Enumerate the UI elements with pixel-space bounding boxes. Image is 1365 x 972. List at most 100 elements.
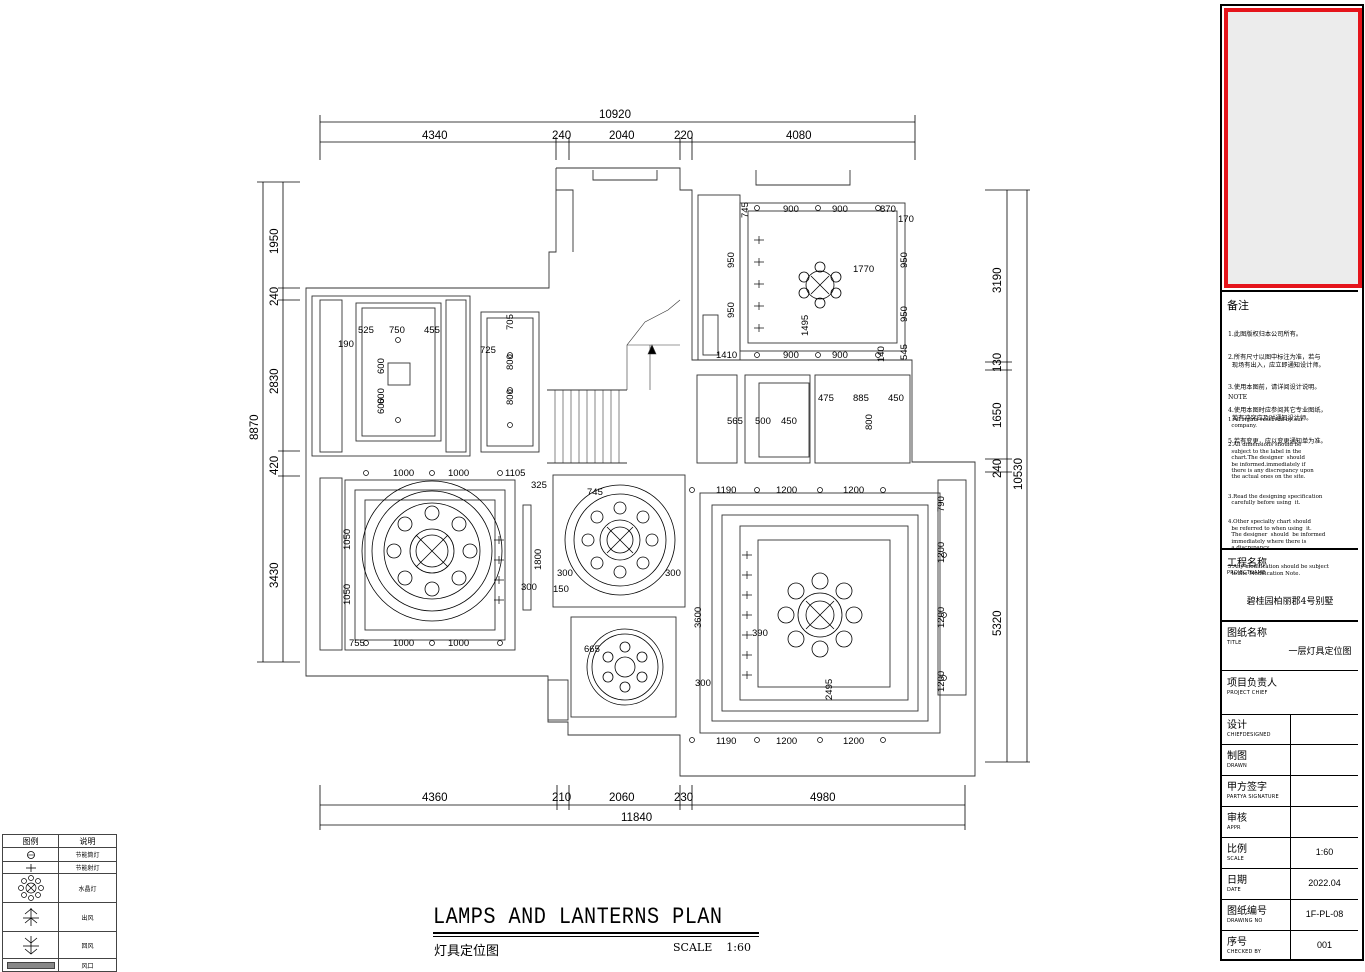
row-party: 甲方签字 PARTYA SIGNATURE — [1222, 776, 1358, 807]
svg-text:3600: 3600 — [693, 607, 704, 628]
legend-label: 节能筒灯 — [75, 852, 100, 859]
note-cn-item: 4.使用本图时应参阅其它专业图纸， 若有冲突应及时通知设计师。 — [1228, 407, 1327, 422]
svg-text:1200: 1200 — [936, 607, 947, 628]
appr-label-en: APPR — [1227, 825, 1241, 831]
svg-text:1770: 1770 — [853, 264, 874, 275]
notes-en: 1.All rights reserved by our company. 2.… — [1228, 404, 1329, 590]
svg-text:455: 455 — [424, 325, 440, 336]
spotlight-icon — [742, 611, 752, 619]
spotlight-icon — [742, 671, 752, 679]
svg-text:4080: 4080 — [786, 130, 812, 142]
svg-text:240: 240 — [269, 287, 281, 306]
svg-text:240: 240 — [552, 130, 571, 142]
project-label-en: PROJECTNAME — [1227, 570, 1266, 576]
project-name-section: 工程名称 PROJECTNAME 碧桂园柏丽郡4号别墅 — [1222, 550, 1358, 622]
svg-text:565: 565 — [727, 416, 743, 427]
svg-text:2495: 2495 — [824, 679, 835, 700]
plan-title: LAMPS AND LANTERNS PLAN — [433, 904, 723, 930]
dimension-labels: 10920 4340 240 2040 220 4080 4360 210 20… — [249, 109, 1025, 824]
svg-text:950: 950 — [899, 306, 910, 322]
supply-air-icon — [22, 908, 39, 926]
plan-subtitle: 灯具定位图 — [434, 944, 500, 959]
svg-text:8870: 8870 — [249, 414, 261, 440]
row-scale: 比例 SCALE 1:60 — [1222, 838, 1358, 869]
spotlight-icon — [494, 536, 504, 544]
svg-text:900: 900 — [783, 204, 799, 215]
svg-text:1000: 1000 — [393, 468, 414, 479]
row-appr: 审核 APPR — [1222, 807, 1358, 838]
drawing-title-section: 图纸名称 TITLE 一层灯具定位图 — [1222, 622, 1358, 671]
downlights — [363, 205, 947, 743]
plan-scale: SCALE 1:60 — [673, 941, 751, 954]
note-en-item: 1.All rights reserved by our company. — [1228, 416, 1304, 430]
drawn-label-en: DRAWN — [1227, 763, 1247, 769]
svg-text:745: 745 — [740, 202, 751, 218]
date-label-en: DATE — [1227, 887, 1241, 893]
chandeliers — [361, 261, 863, 706]
svg-text:1050: 1050 — [342, 529, 353, 550]
title-block: 备注 1.此图版权归本公司所有。 2.所有尺寸以图中标注为准，若与 现场有出入，… — [1220, 4, 1364, 961]
spotlight-icon — [25, 863, 36, 872]
seq-value: 001 — [1316, 940, 1333, 950]
crystal-chandelier-icon — [586, 628, 664, 706]
spotlight-icon — [754, 280, 764, 288]
crystal-chandelier-icon — [777, 572, 863, 658]
scale-value: 1:60 — [1315, 847, 1334, 857]
svg-text:170: 170 — [898, 214, 914, 225]
svg-text:3190: 3190 — [992, 267, 1004, 293]
svg-text:10920: 10920 — [599, 109, 631, 121]
svg-text:1200: 1200 — [776, 736, 797, 747]
legend-header-desc: 说明 — [79, 836, 96, 846]
svg-text:150: 150 — [553, 584, 569, 595]
title-label: 图纸名称 — [1227, 628, 1267, 639]
seq-label: 序号 — [1227, 937, 1247, 948]
legend-table: 图例 说明 节能筒灯 节能射灯 水晶灯 出风 回风 风口 — [2, 834, 117, 972]
svg-text:600: 600 — [376, 388, 387, 404]
svg-text:1050: 1050 — [342, 584, 353, 605]
drawing-no-label: 图纸编号 — [1227, 906, 1267, 917]
title-label-en: TITLE — [1227, 640, 1242, 646]
scale-label-en: SCALE — [1227, 856, 1245, 862]
svg-text:1800: 1800 — [533, 549, 544, 570]
svg-text:2830: 2830 — [269, 368, 281, 394]
spotlight-icon — [494, 596, 504, 604]
legend-label: 水晶灯 — [78, 885, 97, 893]
note-cn-item: 5.若有变更，应以变更通知单为准。 — [1228, 437, 1327, 445]
svg-text:870: 870 — [880, 204, 896, 215]
svg-text:5320: 5320 — [992, 610, 1004, 636]
svg-text:325: 325 — [531, 480, 547, 491]
legend-label: 节能射灯 — [75, 865, 100, 872]
legend-header: 图例 说明 — [3, 835, 116, 847]
svg-text:1495: 1495 — [800, 315, 811, 336]
appr-label: 审核 — [1227, 813, 1247, 824]
drawing-no-value: 1F-PL-08 — [1305, 909, 1344, 919]
svg-text:130: 130 — [992, 353, 1004, 372]
crystal-chandelier-icon — [17, 875, 44, 901]
svg-text:1200: 1200 — [936, 671, 947, 692]
svg-text:665: 665 — [584, 644, 600, 655]
svg-text:450: 450 — [888, 393, 904, 404]
date-value: 2022.04 — [1308, 878, 1341, 888]
svg-text:1950: 1950 — [269, 228, 281, 254]
svg-text:500: 500 — [755, 416, 771, 427]
drawn-label: 制图 — [1227, 751, 1247, 762]
svg-text:900: 900 — [783, 350, 799, 361]
svg-text:140: 140 — [876, 346, 887, 362]
svg-text:1410: 1410 — [716, 350, 737, 361]
notes-en-title: NOTE — [1228, 394, 1248, 401]
note-cn-item: 1.此图版权归本公司所有。 — [1228, 331, 1302, 339]
svg-text:300: 300 — [665, 568, 681, 579]
svg-text:705: 705 — [505, 314, 516, 330]
svg-text:950: 950 — [726, 302, 737, 318]
svg-text:300: 300 — [521, 582, 537, 593]
svg-text:2060: 2060 — [609, 792, 635, 804]
svg-text:950: 950 — [899, 252, 910, 268]
row-seq: 序号 CHECKED BY 001 — [1222, 931, 1358, 961]
svg-text:1650: 1650 — [992, 402, 1004, 428]
svg-text:1000: 1000 — [393, 638, 414, 649]
svg-text:745: 745 — [587, 487, 603, 498]
legend-label: 回风 — [81, 942, 94, 950]
air-vent-icon — [6, 961, 55, 969]
svg-text:4980: 4980 — [810, 792, 836, 804]
